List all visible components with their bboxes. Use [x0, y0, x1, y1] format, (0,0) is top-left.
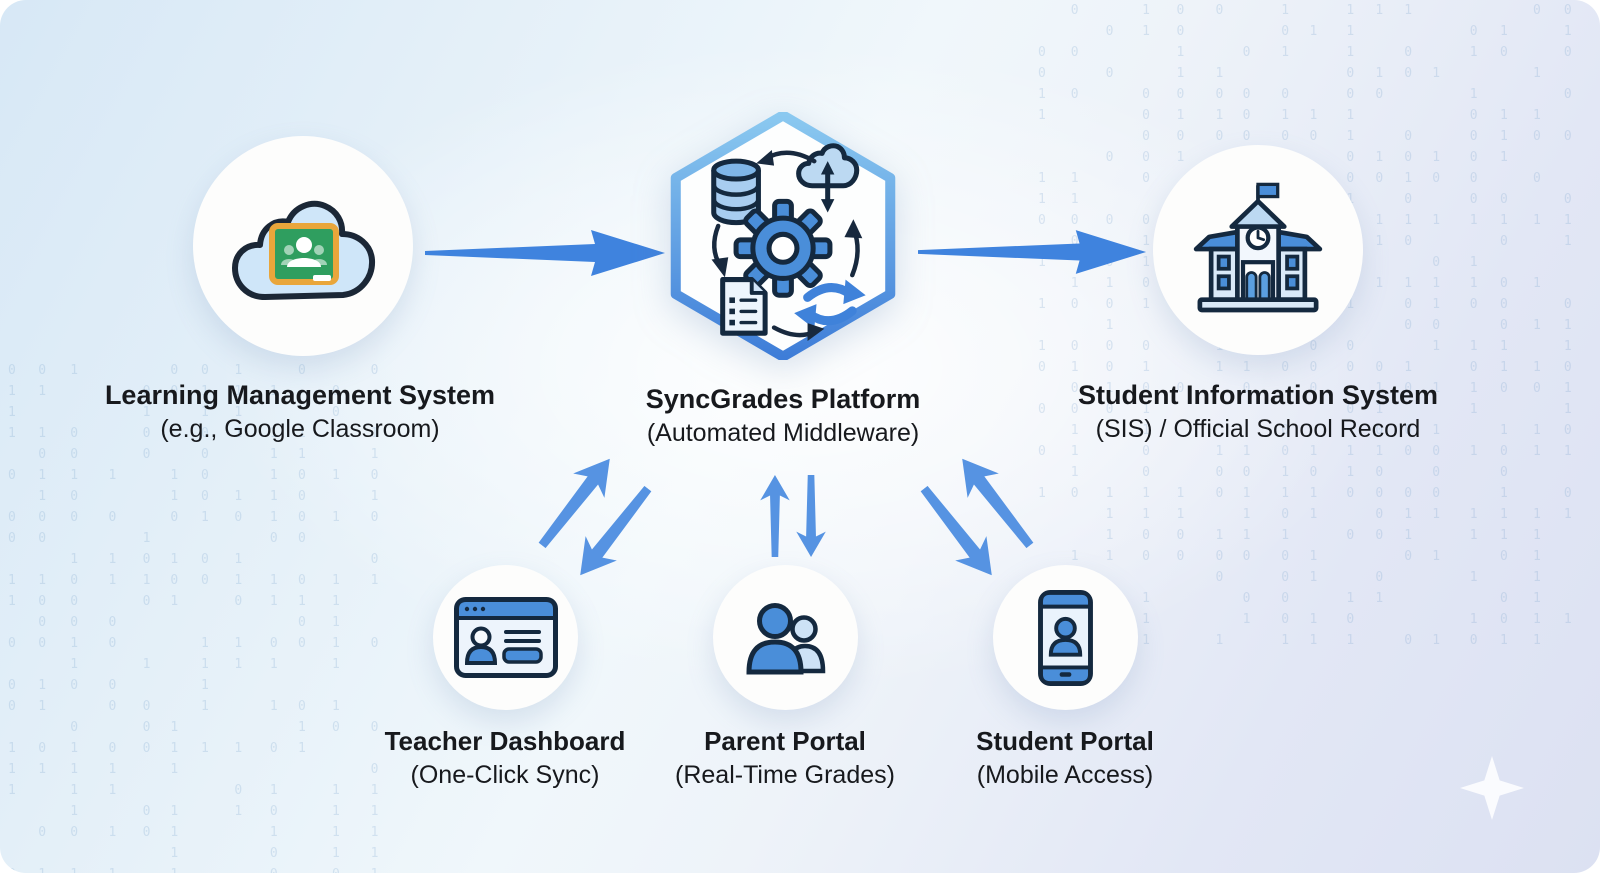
lms-node	[193, 136, 413, 356]
gear-icon	[733, 198, 833, 298]
arrows-platform-student	[908, 446, 1046, 588]
sis-title: Student Information System	[1077, 380, 1439, 410]
sync-arrows-icon	[794, 279, 866, 329]
smartphone-profile-icon	[1038, 589, 1093, 686]
teacher-label: Teacher Dashboard (One-Click Sync)	[305, 724, 705, 792]
browser-window-profile-icon	[453, 596, 558, 678]
cycle-connector-arrows	[711, 149, 863, 342]
teacher-title: Teacher Dashboard	[384, 726, 626, 756]
student-title: Student Portal	[976, 726, 1154, 756]
platform-label: SyncGrades Platform (Automated Middlewar…	[583, 382, 983, 450]
teacher-subtitle: (One-Click Sync)	[410, 761, 600, 789]
arrows-platform-parent	[760, 475, 826, 557]
parent-node	[713, 565, 858, 710]
lms-title: Learning Management System	[104, 380, 496, 410]
sparkle-icon	[1460, 756, 1524, 820]
platform-node	[670, 112, 896, 360]
document-icon	[720, 277, 768, 336]
platform-subtitle: (Automated Middleware)	[646, 419, 920, 447]
parent-subtitle: (Real-Time Grades)	[675, 761, 895, 789]
google-classroom-logo	[269, 223, 339, 285]
sis-node	[1153, 145, 1363, 355]
parent-title: Parent Portal	[704, 726, 866, 756]
teacher-node	[433, 565, 578, 710]
student-node	[993, 565, 1138, 710]
cloud-google-classroom-icon	[232, 200, 376, 300]
two-people-icon	[745, 602, 825, 674]
sis-label: Student Information System (SIS) / Offic…	[1018, 378, 1498, 446]
school-building-icon	[1193, 182, 1323, 313]
platform-title: SyncGrades Platform	[645, 384, 921, 414]
arrow-platform-to-sis	[918, 230, 1147, 274]
sis-subtitle: (SIS) / Official School Record	[1095, 415, 1421, 443]
student-subtitle: (Mobile Access)	[976, 761, 1154, 789]
lms-subtitle: (e.g., Google Classroom)	[160, 415, 440, 443]
cloud-sync-icon	[796, 143, 860, 213]
parent-label: Parent Portal (Real-Time Grades)	[585, 724, 985, 792]
automation-cycle-hexagon-icon	[670, 112, 896, 360]
student-label: Student Portal (Mobile Access)	[865, 724, 1265, 792]
arrows-platform-teacher	[526, 446, 664, 588]
arrow-lms-to-platform	[425, 230, 665, 276]
lms-label: Learning Management System (e.g., Google…	[60, 378, 540, 446]
